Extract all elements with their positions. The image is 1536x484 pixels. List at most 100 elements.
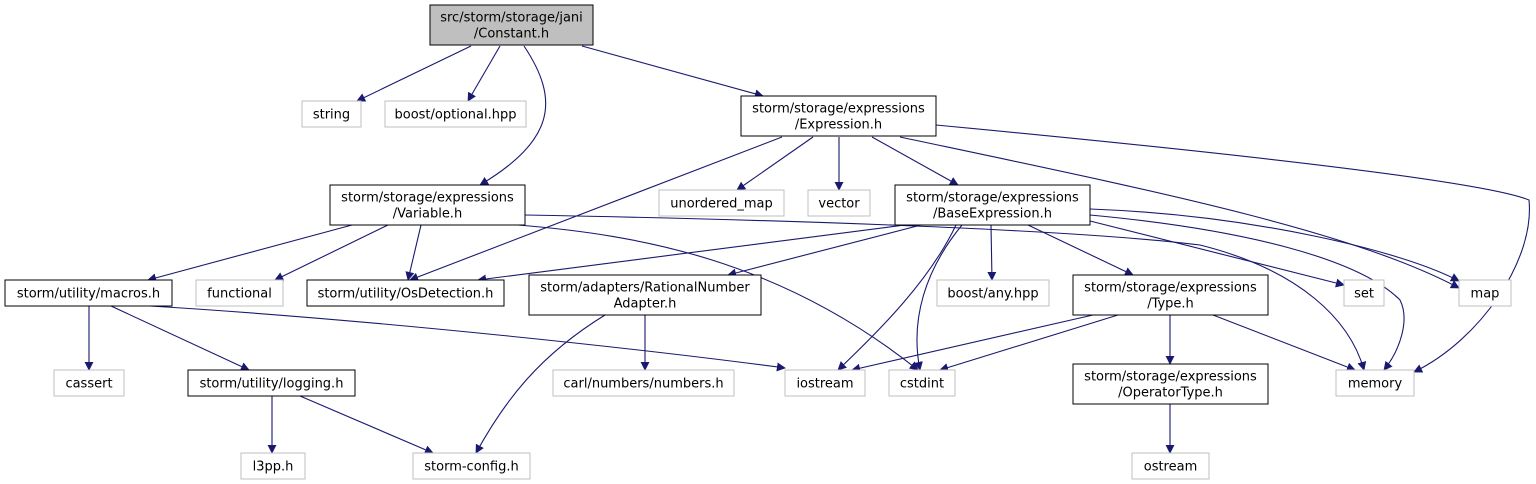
edge-root-to-expression	[581, 45, 764, 99]
node-label: /Variable.h	[393, 207, 462, 222]
node-label: unordered_map	[670, 197, 773, 212]
node-macros[interactable]: storm/utility/macros.h	[4, 279, 173, 307]
node-label: storm/storage/expressions	[752, 102, 925, 117]
node-box	[195, 279, 284, 307]
node-label: storm/storage/expressions	[1084, 370, 1257, 385]
edge-expression-to-osdetection	[409, 136, 783, 282]
edge-expression-to-memory	[935, 124, 1530, 373]
node-box	[53, 369, 125, 397]
node-label: set	[1354, 287, 1374, 302]
node-label: boost/any.hpp	[947, 287, 1038, 302]
node-boost-optional: boost/optional.hpp	[384, 100, 527, 128]
node-variable[interactable]: storm/storage/expressions/Variable.h	[329, 184, 526, 226]
node-box	[4, 279, 173, 307]
node-osdetection[interactable]: storm/utility/OsDetection.h	[306, 279, 505, 307]
node-box	[187, 369, 356, 397]
node-box	[329, 184, 526, 226]
node-label: boost/optional.hpp	[395, 108, 517, 123]
node-unordered-map: unordered_map	[658, 189, 785, 217]
node-root[interactable]: src/storm/storage/jani/Constant.h	[429, 4, 594, 46]
edge-base-expression-to-rational	[727, 224, 922, 278]
node-label: storm/adapters/RationalNumber	[540, 281, 750, 296]
node-label: /Constant.h	[474, 27, 549, 42]
node-box	[1072, 363, 1269, 405]
edge-expression-to-base-expression	[871, 136, 959, 186]
node-cstdint: cstdint	[888, 369, 956, 397]
edge-base-expression-to-osdetection	[477, 224, 906, 284]
node-label: /BaseExpression.h	[933, 207, 1052, 222]
edges-layer	[84, 45, 1530, 454]
node-label: /OperatorType.h	[1118, 386, 1223, 401]
node-label: Adapter.h	[614, 297, 677, 312]
node-label: l3pp.h	[253, 460, 294, 475]
edge-variable-to-macros	[147, 224, 353, 283]
node-memory: memory	[1335, 369, 1415, 397]
node-functional: functional	[195, 279, 284, 307]
node-label: storm/utility/logging.h	[200, 377, 344, 392]
node-box	[1335, 369, 1415, 397]
edge-root-to-string	[356, 45, 472, 102]
edge-expression-to-map	[899, 136, 1460, 289]
node-vector: vector	[807, 189, 871, 217]
node-box	[894, 184, 1091, 226]
node-operator-type[interactable]: storm/storage/expressions/OperatorType.h	[1072, 363, 1269, 405]
node-boost-any: boost/any.hpp	[936, 279, 1050, 307]
node-type[interactable]: storm/storage/expressions/Type.h	[1072, 274, 1269, 316]
edge-macros-to-iostream	[149, 305, 786, 372]
edge-base-expression-to-boost-any	[987, 224, 997, 281]
edge-expression-to-unordered-map	[736, 136, 814, 191]
node-box	[936, 279, 1050, 307]
node-set: set	[1343, 279, 1385, 307]
node-storm-config: storm-config.h	[412, 452, 531, 480]
node-box	[1343, 279, 1385, 307]
edge-root-to-boost-optional	[467, 45, 501, 102]
node-logging[interactable]: storm/utility/logging.h	[187, 369, 356, 397]
node-box	[1131, 452, 1210, 480]
node-string: string	[301, 100, 362, 128]
node-box	[429, 4, 594, 46]
node-label: functional	[207, 287, 272, 302]
edge-base-expression-to-cstdint	[914, 224, 963, 371]
edge-variable-to-memory	[524, 214, 1367, 371]
edge-base-expression-to-iostream	[837, 224, 957, 371]
edge-base-expression-to-map	[1089, 208, 1460, 282]
node-expression[interactable]: storm/storage/expressions/Expression.h	[740, 95, 937, 137]
node-ostream: ostream	[1131, 452, 1210, 480]
edge-rational-to-storm-config	[475, 314, 606, 454]
node-box	[240, 452, 306, 480]
edge-type-to-cstdint	[939, 314, 1119, 372]
edge-variable-to-functional	[274, 224, 389, 281]
node-label: map	[1471, 287, 1500, 302]
node-box	[658, 189, 785, 217]
node-label: storm/utility/OsDetection.h	[318, 287, 494, 302]
node-label: /Expression.h	[795, 118, 882, 133]
node-label: storm-config.h	[424, 460, 518, 475]
node-label: vector	[818, 197, 860, 212]
node-box	[1458, 279, 1512, 307]
node-box	[412, 452, 531, 480]
edge-variable-to-osdetection	[405, 224, 422, 281]
node-box	[384, 100, 527, 128]
node-box	[807, 189, 871, 217]
node-box	[552, 369, 735, 397]
edge-type-to-memory	[1212, 314, 1356, 372]
node-box	[740, 95, 937, 137]
node-label: src/storm/storage/jani	[440, 11, 583, 26]
edge-base-expression-to-type	[1027, 224, 1134, 276]
node-map: map	[1458, 279, 1512, 307]
nodes-layer: src/storm/storage/jani/Constant.h string b…	[4, 4, 1512, 480]
node-carl-numbers: carl/numbers/numbers.h	[552, 369, 735, 397]
edge-base-expression-to-set	[1089, 220, 1345, 288]
node-label: ostream	[1144, 460, 1198, 475]
node-box	[1072, 274, 1269, 316]
edge-base-expression-to-memory	[1089, 214, 1405, 371]
node-box	[888, 369, 956, 397]
node-label: storm/storage/expressions	[1084, 281, 1257, 296]
node-label: string	[313, 108, 350, 123]
node-l3pp: l3pp.h	[240, 452, 306, 480]
edge-type-to-iostream	[851, 314, 1094, 373]
node-cassert: cassert	[53, 369, 125, 397]
node-base-expression[interactable]: storm/storage/expressions/BaseExpression…	[894, 184, 1091, 226]
